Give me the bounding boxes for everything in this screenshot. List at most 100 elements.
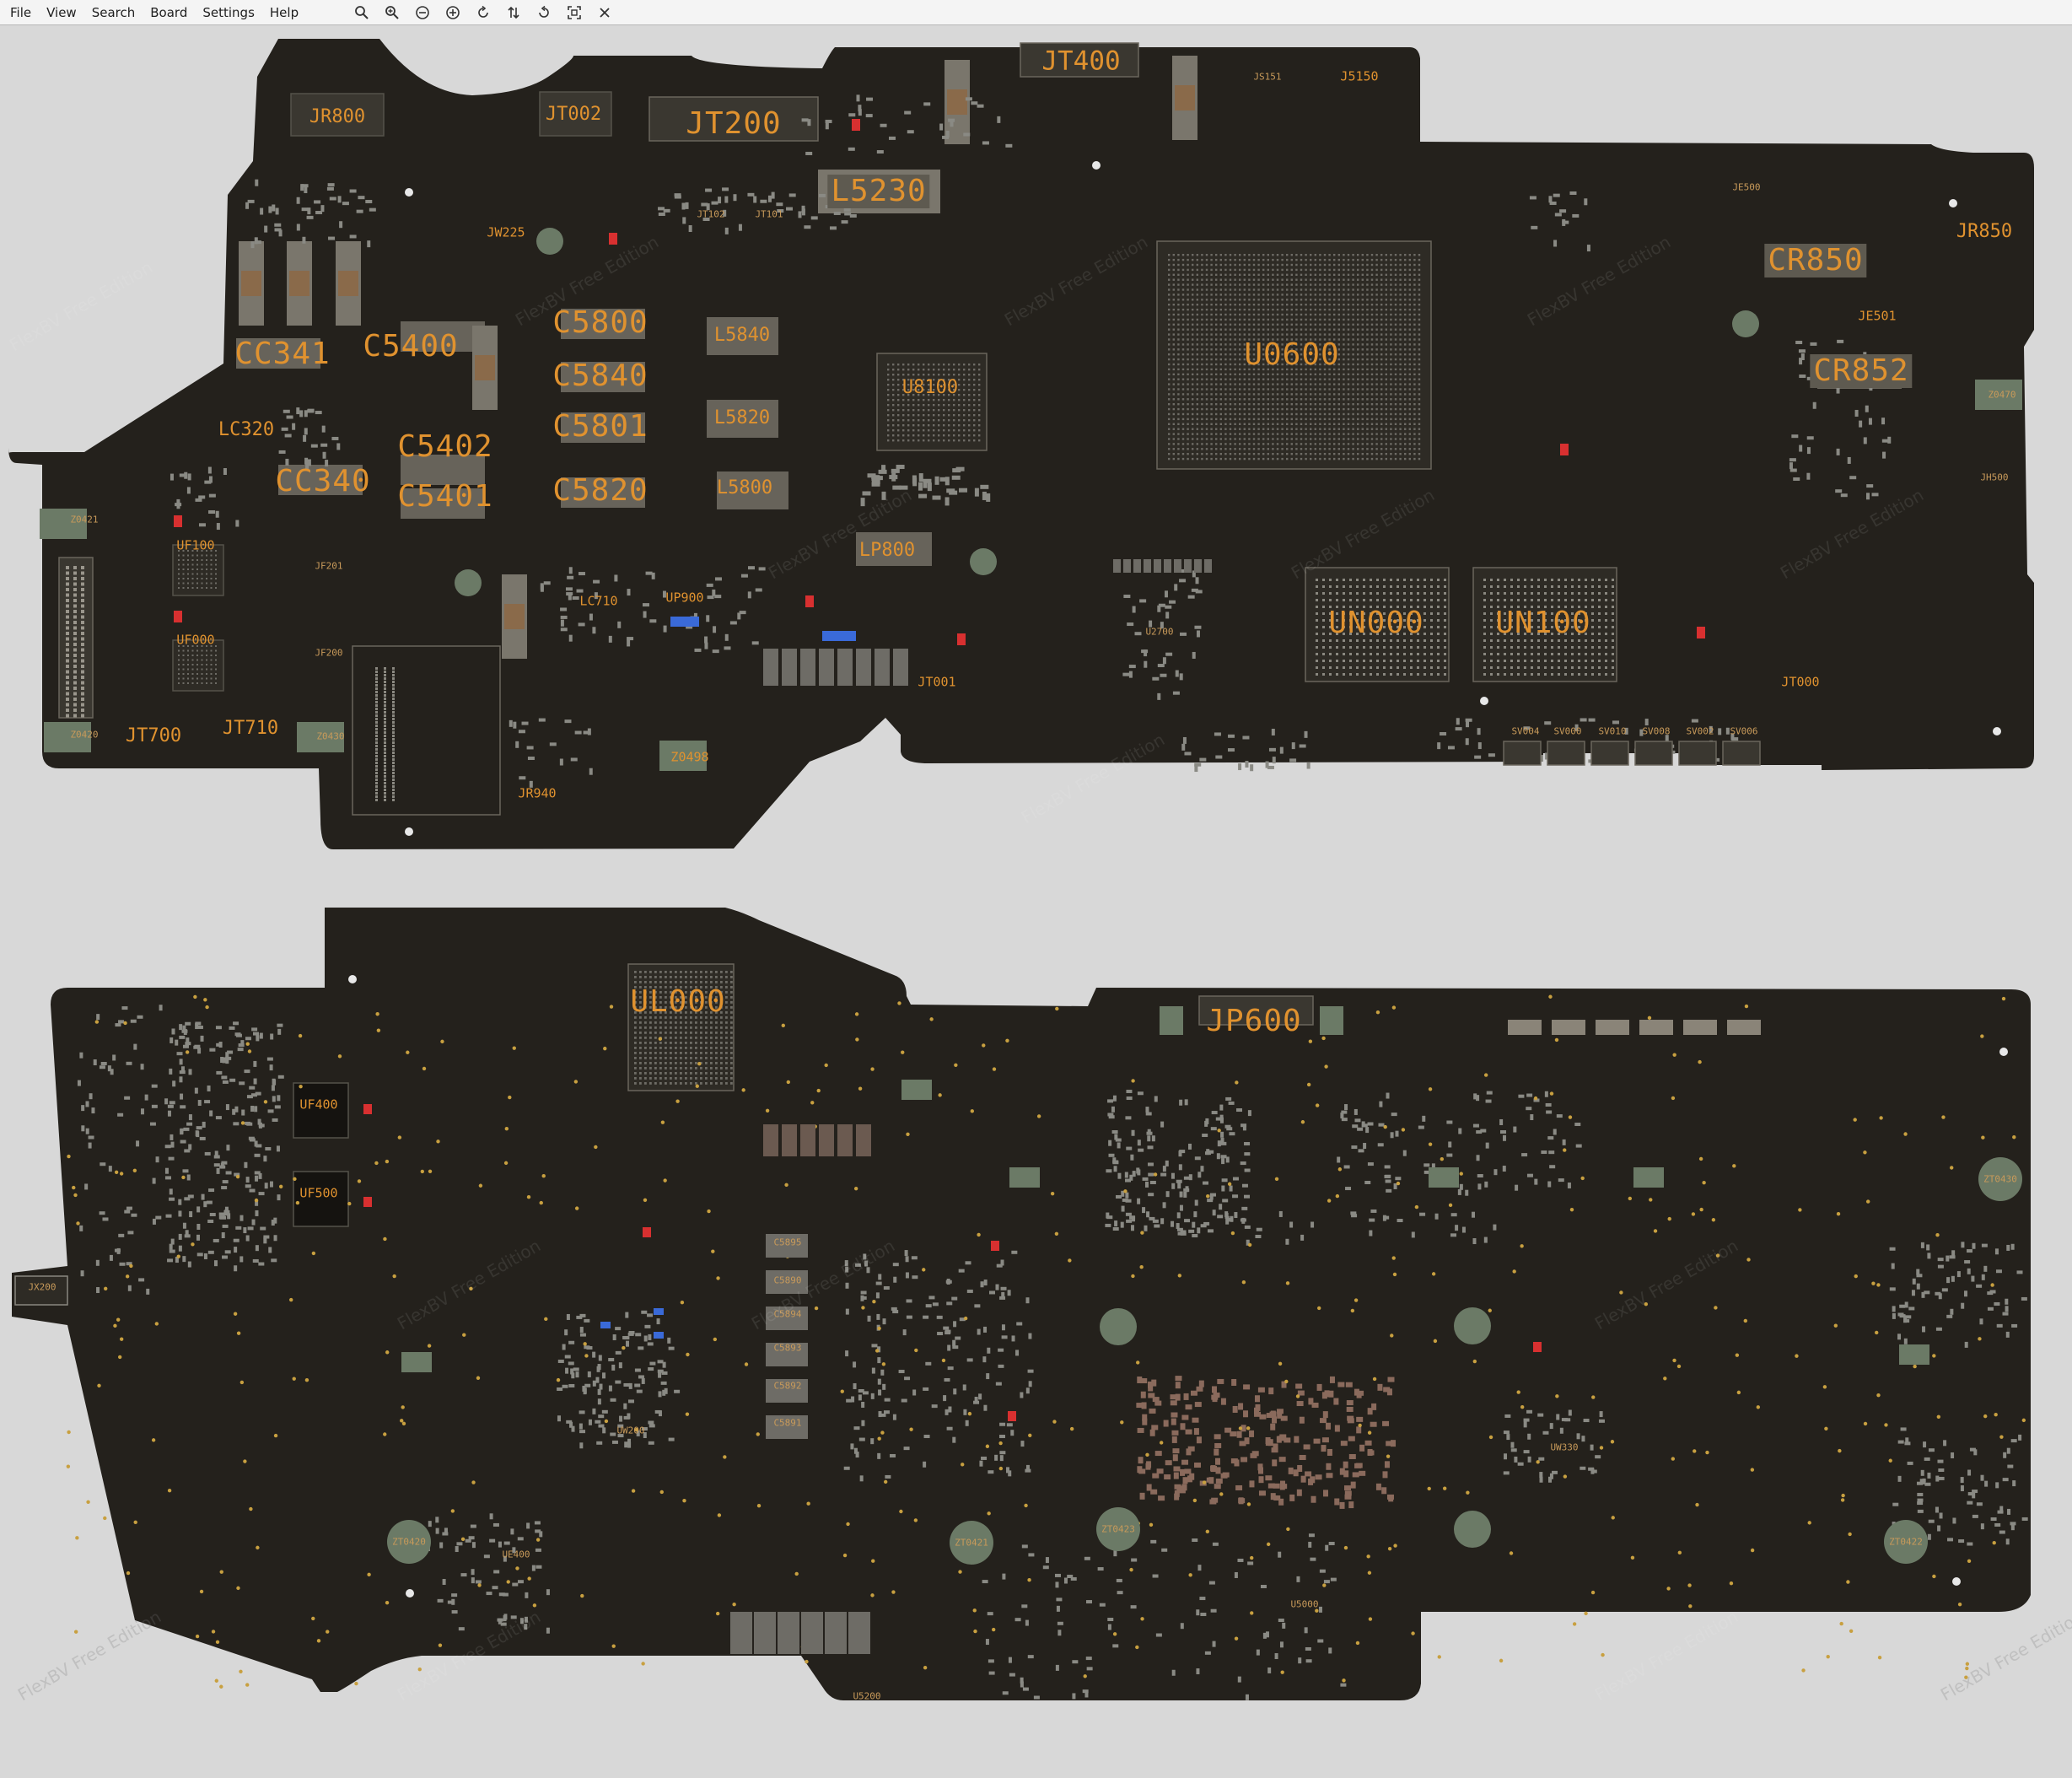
bga-ball [887, 374, 890, 376]
bga-ball [1524, 646, 1526, 649]
pad-row [1113, 559, 1121, 573]
bga-ball [1239, 412, 1241, 416]
smd-component [760, 199, 767, 203]
menu-search[interactable]: Search [91, 4, 136, 20]
bga-ball [1598, 660, 1601, 662]
bga-ball [1328, 388, 1331, 391]
menu-board[interactable]: Board [150, 4, 188, 20]
bga-ball [659, 1062, 662, 1064]
bga-ball [206, 568, 207, 570]
bga-ball [1281, 304, 1284, 306]
bga-ball [1591, 660, 1594, 662]
mirror-button[interactable] [532, 2, 556, 24]
rotate-button[interactable] [471, 2, 495, 24]
close-board-button[interactable] [593, 2, 616, 24]
bga-ball [1310, 263, 1312, 267]
bga-ball [1248, 273, 1251, 276]
bga-ball [715, 1047, 718, 1049]
smd-component [207, 1219, 214, 1223]
bga-ball [1423, 626, 1426, 628]
smd-component [1146, 1211, 1150, 1218]
board-canvas[interactable] [0, 26, 2072, 1778]
zoom-out-button[interactable] [411, 2, 434, 24]
bga-ball [1286, 343, 1289, 346]
smd-component [1553, 240, 1558, 247]
bga-ball [953, 414, 955, 417]
smd-component [1235, 1484, 1243, 1490]
bga-ball [1510, 639, 1513, 642]
bga-ball [1281, 343, 1284, 346]
bga-ball [1168, 343, 1171, 346]
fit-view-button[interactable] [562, 2, 586, 24]
smd-component [277, 1194, 281, 1201]
bga-ball [1295, 418, 1298, 421]
bga-ball [1437, 639, 1440, 642]
zoom-reset-button[interactable] [441, 2, 465, 24]
smd-component [1203, 1221, 1210, 1226]
bga-ball [953, 394, 955, 396]
zoom-in-button[interactable] [380, 2, 404, 24]
bga-ball [1172, 288, 1175, 291]
bga-ball [1418, 318, 1421, 321]
bga-ball [1397, 639, 1399, 642]
smd-component [526, 746, 534, 750]
smd-component [1174, 584, 1178, 591]
bga-ball [1314, 338, 1316, 341]
menu-settings[interactable]: Settings [202, 4, 255, 20]
bga-ball [680, 1011, 682, 1014]
bga-ball [654, 1026, 657, 1029]
board-viewport[interactable]: JR800 JT002 JT200 JT400 L5230 JT102 JT10… [0, 26, 2072, 1778]
menu-file[interactable]: File [10, 4, 32, 20]
bga-ball [1328, 363, 1331, 366]
bga-ball [210, 554, 213, 557]
smd-component [1447, 746, 1455, 750]
bga-ball [1524, 592, 1526, 595]
bga-ball [725, 1011, 728, 1014]
bga-ball [1370, 258, 1374, 261]
bga-ball [1310, 254, 1312, 256]
bga-ball [1322, 606, 1325, 608]
bga-ball [1418, 412, 1421, 416]
bga-ball [1262, 268, 1265, 272]
bga-ball [1300, 348, 1303, 351]
bga-ball [392, 799, 395, 801]
bga-ball [1352, 353, 1354, 356]
bga-ball [1361, 423, 1364, 425]
bga-ball [1370, 412, 1374, 416]
bga-ball [690, 1037, 692, 1039]
bga-ball [923, 399, 925, 401]
bga-ball [1177, 283, 1180, 286]
bga-ball [1168, 258, 1171, 261]
bga-ball [1397, 646, 1399, 649]
bga-ball [1177, 263, 1180, 267]
menu-help[interactable]: Help [269, 4, 299, 20]
zoom-search-button[interactable] [350, 2, 374, 24]
bga-ball [1337, 304, 1340, 306]
bga-ball [700, 1052, 702, 1054]
menu-view[interactable]: View [46, 4, 77, 20]
test-point [297, 722, 344, 752]
bga-ball [1323, 453, 1327, 455]
smd-component [880, 123, 887, 127]
bga-ball [210, 659, 213, 661]
bga-ball [384, 768, 386, 771]
bga-ball [1385, 423, 1387, 425]
bga-ball [1316, 646, 1318, 649]
bga-ball [1319, 318, 1321, 321]
bga-ball [948, 379, 950, 381]
bga-ball [680, 1062, 682, 1064]
bga-ball [1305, 353, 1307, 356]
bga-ball [1385, 433, 1387, 435]
flip-button[interactable] [502, 2, 525, 24]
bga-ball [1410, 606, 1413, 608]
bga-ball [933, 419, 935, 422]
bga-ball [1319, 294, 1321, 296]
bga-ball [215, 582, 217, 585]
bga-ball [1328, 308, 1331, 311]
smd-component [707, 595, 714, 600]
bga-ball [1300, 423, 1303, 425]
bga-ball [1252, 268, 1256, 272]
bga-ball [1380, 438, 1383, 440]
bga-ball [1210, 407, 1213, 411]
bga-ball [1224, 343, 1227, 346]
